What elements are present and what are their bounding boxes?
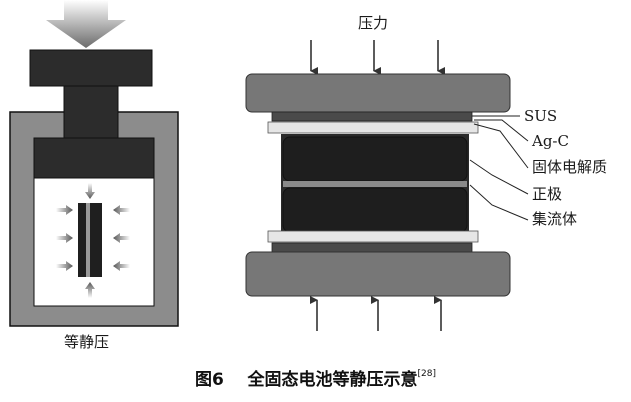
isostatic-press-label: 等静压 xyxy=(64,333,110,351)
figure-reference: [28] xyxy=(417,369,436,379)
sus-layer-bottom xyxy=(271,242,473,253)
current-collector-label: 集流体 xyxy=(532,210,578,228)
bottom-press-plate xyxy=(245,251,511,297)
press-force-arrow xyxy=(46,0,126,48)
cathode-label: 正极 xyxy=(532,185,563,203)
leader-lines xyxy=(469,115,529,221)
ram-neck xyxy=(63,85,119,139)
ram-bottom-plate xyxy=(33,137,155,179)
ag-c-layer-bottom xyxy=(267,230,479,243)
ag-c-layer-top xyxy=(267,121,479,134)
battery-stack-diagram xyxy=(245,40,529,331)
figure-title: 全固态电池等静压示意 xyxy=(247,370,418,390)
isostatic-press-diagram xyxy=(9,0,179,327)
electrode-upper xyxy=(282,136,468,182)
ram-top-plate xyxy=(29,49,153,87)
pressure-label: 压力 xyxy=(358,14,389,32)
figure-number: 图6 xyxy=(194,370,224,390)
bottom-pressure-arrows xyxy=(310,296,442,331)
isostatic-pressure-arrows xyxy=(56,183,130,298)
top-press-plate xyxy=(245,73,511,113)
solid-electrolyte-layer xyxy=(283,181,467,187)
electrode-lower xyxy=(282,187,468,233)
sus-label: SUS xyxy=(524,107,558,125)
solid-electrolyte-label: 固体电解质 xyxy=(532,158,608,176)
figure-caption: 图6 全固态电池等静压示意[28] xyxy=(0,369,631,390)
sample xyxy=(78,203,102,277)
sus-layer-top xyxy=(271,111,473,122)
top-pressure-arrows xyxy=(310,40,445,75)
ag-c-label: Ag-C xyxy=(532,132,569,150)
